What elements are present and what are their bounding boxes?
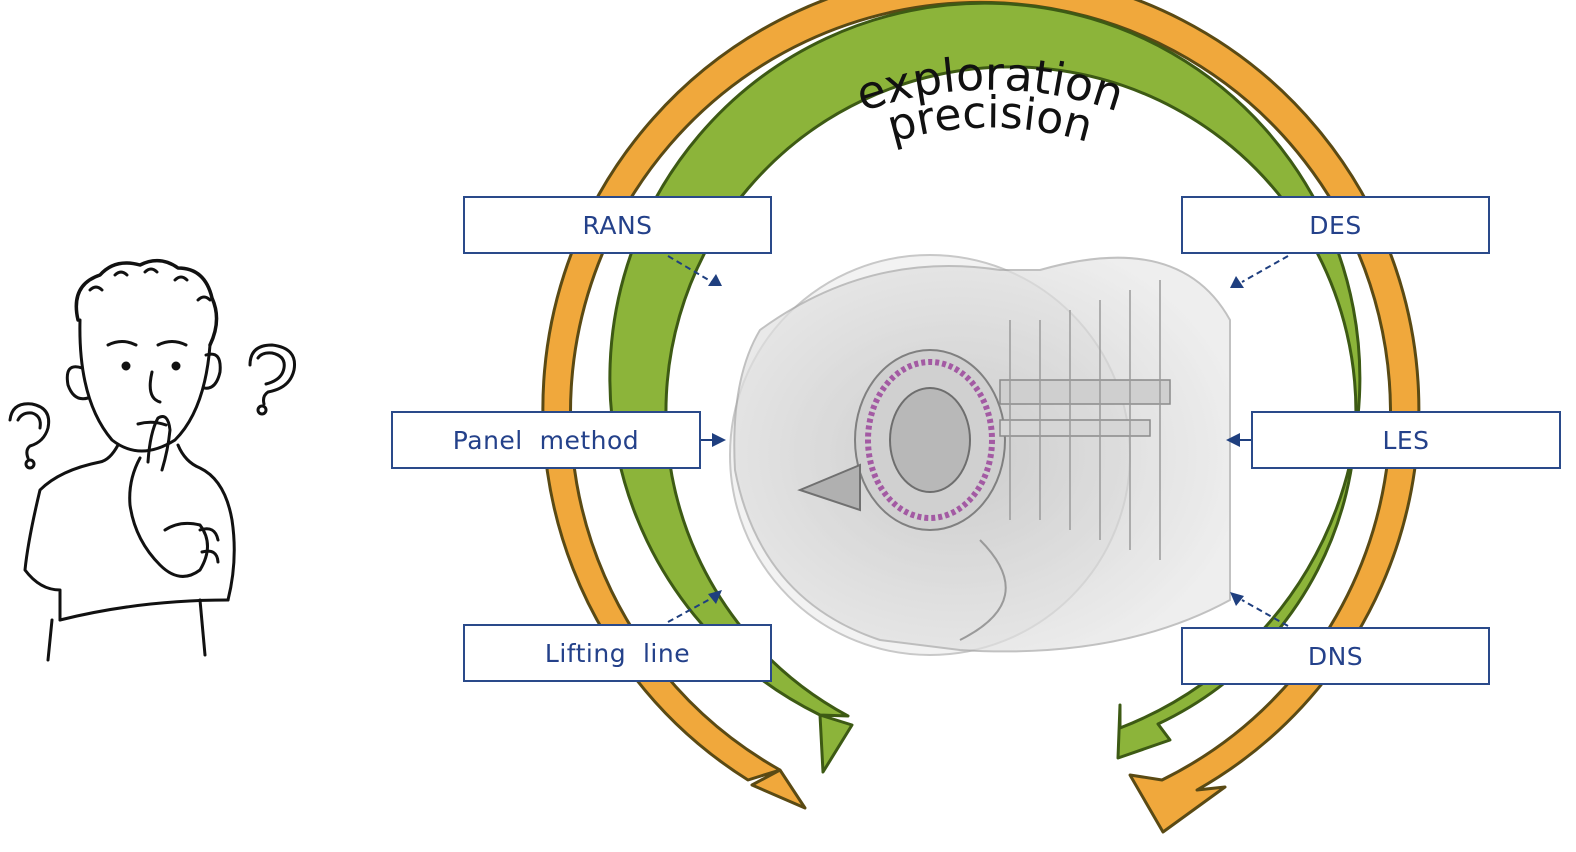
arrow-lifting-line (667, 590, 722, 623)
precision-label: precision (882, 87, 1098, 152)
method-box-dns: DNS (1181, 627, 1490, 685)
arrow-panel-method (701, 433, 726, 447)
method-box-les: LES (1251, 411, 1561, 469)
method-box-des: DES (1181, 196, 1490, 254)
thinking-person-icon (23, 258, 236, 662)
arrow-dns (1230, 592, 1289, 627)
precision-label-text: precision (882, 87, 1098, 152)
arrow-rans (667, 255, 722, 286)
method-box-rans: RANS (463, 196, 772, 254)
connectors (667, 255, 1289, 627)
exploration-band-shape (541, 0, 1421, 834)
exploration-band (541, 0, 1421, 834)
arrow-les (1226, 433, 1251, 447)
method-box-panel-method: Panel method (391, 411, 701, 469)
arrow-des (1230, 255, 1289, 288)
turbofan-engine-cutaway-icon (729, 254, 1231, 656)
method-box-lifting-line: Lifting line (463, 624, 772, 682)
question-mark-icon (8, 343, 297, 470)
